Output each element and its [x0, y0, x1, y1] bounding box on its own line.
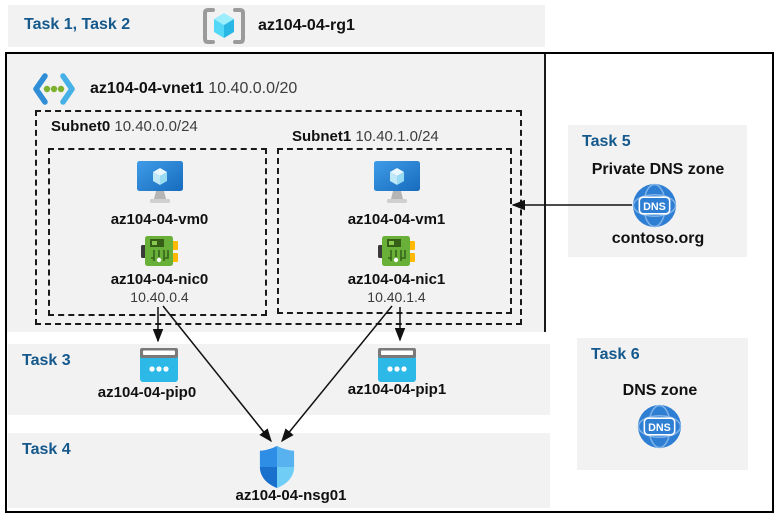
- dns-icon-text: DNS: [648, 422, 671, 434]
- task4-band: Task 4 az104-04-nsg01: [8, 433, 550, 508]
- subnet0-box: az104-04-vm0 az104-04-nic0 10.40.0.4: [48, 148, 267, 316]
- task6-box: Task 6 DNS zone DNS: [577, 338, 748, 470]
- vnet-name: az104-04-vnet1: [90, 80, 204, 97]
- subnets-outer-box: Subnet0 10.40.0.0/24 Subnet1 10.40.1.0/2…: [35, 110, 522, 325]
- task-3-label: Task 3: [22, 352, 71, 369]
- vm0-name: az104-04-vm0: [110, 211, 209, 228]
- task5-box: Task 5 Private DNS zone DNS contoso.org: [568, 125, 747, 257]
- vnet-cidr: 10.40.0.0/20: [208, 80, 298, 97]
- nic1-name: az104-04-nic1: [347, 271, 446, 288]
- vnet-title: az104-04-vnet1 10.40.0.0/20: [90, 80, 297, 98]
- public-ip-icon: [140, 348, 178, 382]
- nsg-shield-icon: [259, 445, 295, 489]
- dns-zone-icon: DNS: [632, 183, 677, 228]
- nic-icon: [141, 236, 178, 266]
- pip1-name: az104-04-pip1: [347, 381, 447, 398]
- dns-zone-title: DNS zone: [622, 382, 698, 399]
- nsg-name: az104-04-nsg01: [235, 487, 347, 504]
- subnet0-cidr: 10.40.0.0/24: [114, 118, 198, 135]
- resource-group-band: Task 1, Task 2 az104-04-rg1: [8, 5, 545, 47]
- resource-group-name: az104-04-rg1: [258, 17, 355, 34]
- task-6-label: Task 6: [591, 346, 640, 363]
- subnet1-name: Subnet1: [292, 128, 352, 145]
- virtual-network-icon: [33, 73, 75, 105]
- subnet1-box: az104-04-vm1 az104-04-nic1 10.40.1.4: [277, 148, 512, 314]
- nic1-ip: 10.40.1.4: [367, 289, 426, 305]
- nic0-name: az104-04-nic0: [110, 271, 209, 288]
- vm-icon: [137, 161, 183, 203]
- subnet1-label: Subnet1 10.40.1.0/24: [292, 128, 439, 145]
- task-1-2-label: Task 1, Task 2: [24, 16, 131, 33]
- subnet0-name: Subnet0: [51, 118, 111, 135]
- resource-group-icon: [203, 8, 245, 44]
- nic0-ip: 10.40.0.4: [130, 289, 189, 305]
- subnet1-cidr: 10.40.1.0/24: [355, 128, 439, 145]
- dns-icon-text: DNS: [643, 201, 666, 213]
- subnet0-label: Subnet0 10.40.0.0/24: [51, 118, 198, 135]
- nic-icon: [378, 236, 415, 266]
- pip0-name: az104-04-pip0: [97, 384, 197, 401]
- vnet-box: az104-04-vnet1 10.40.0.0/20 Subnet0 10.4…: [7, 54, 546, 332]
- vm-icon: [374, 161, 420, 203]
- dns-zone-icon: DNS: [637, 404, 682, 449]
- private-dns-zone-name: contoso.org: [611, 230, 705, 247]
- public-ip-icon: [378, 348, 416, 382]
- task3-band: Task 3 az104-04-pip0 az104-04-pip1: [8, 344, 550, 415]
- task-4-label: Task 4: [22, 441, 71, 458]
- private-dns-zone-title: Private DNS zone: [591, 161, 725, 178]
- vm1-name: az104-04-vm1: [347, 211, 446, 228]
- task-5-label: Task 5: [582, 133, 631, 150]
